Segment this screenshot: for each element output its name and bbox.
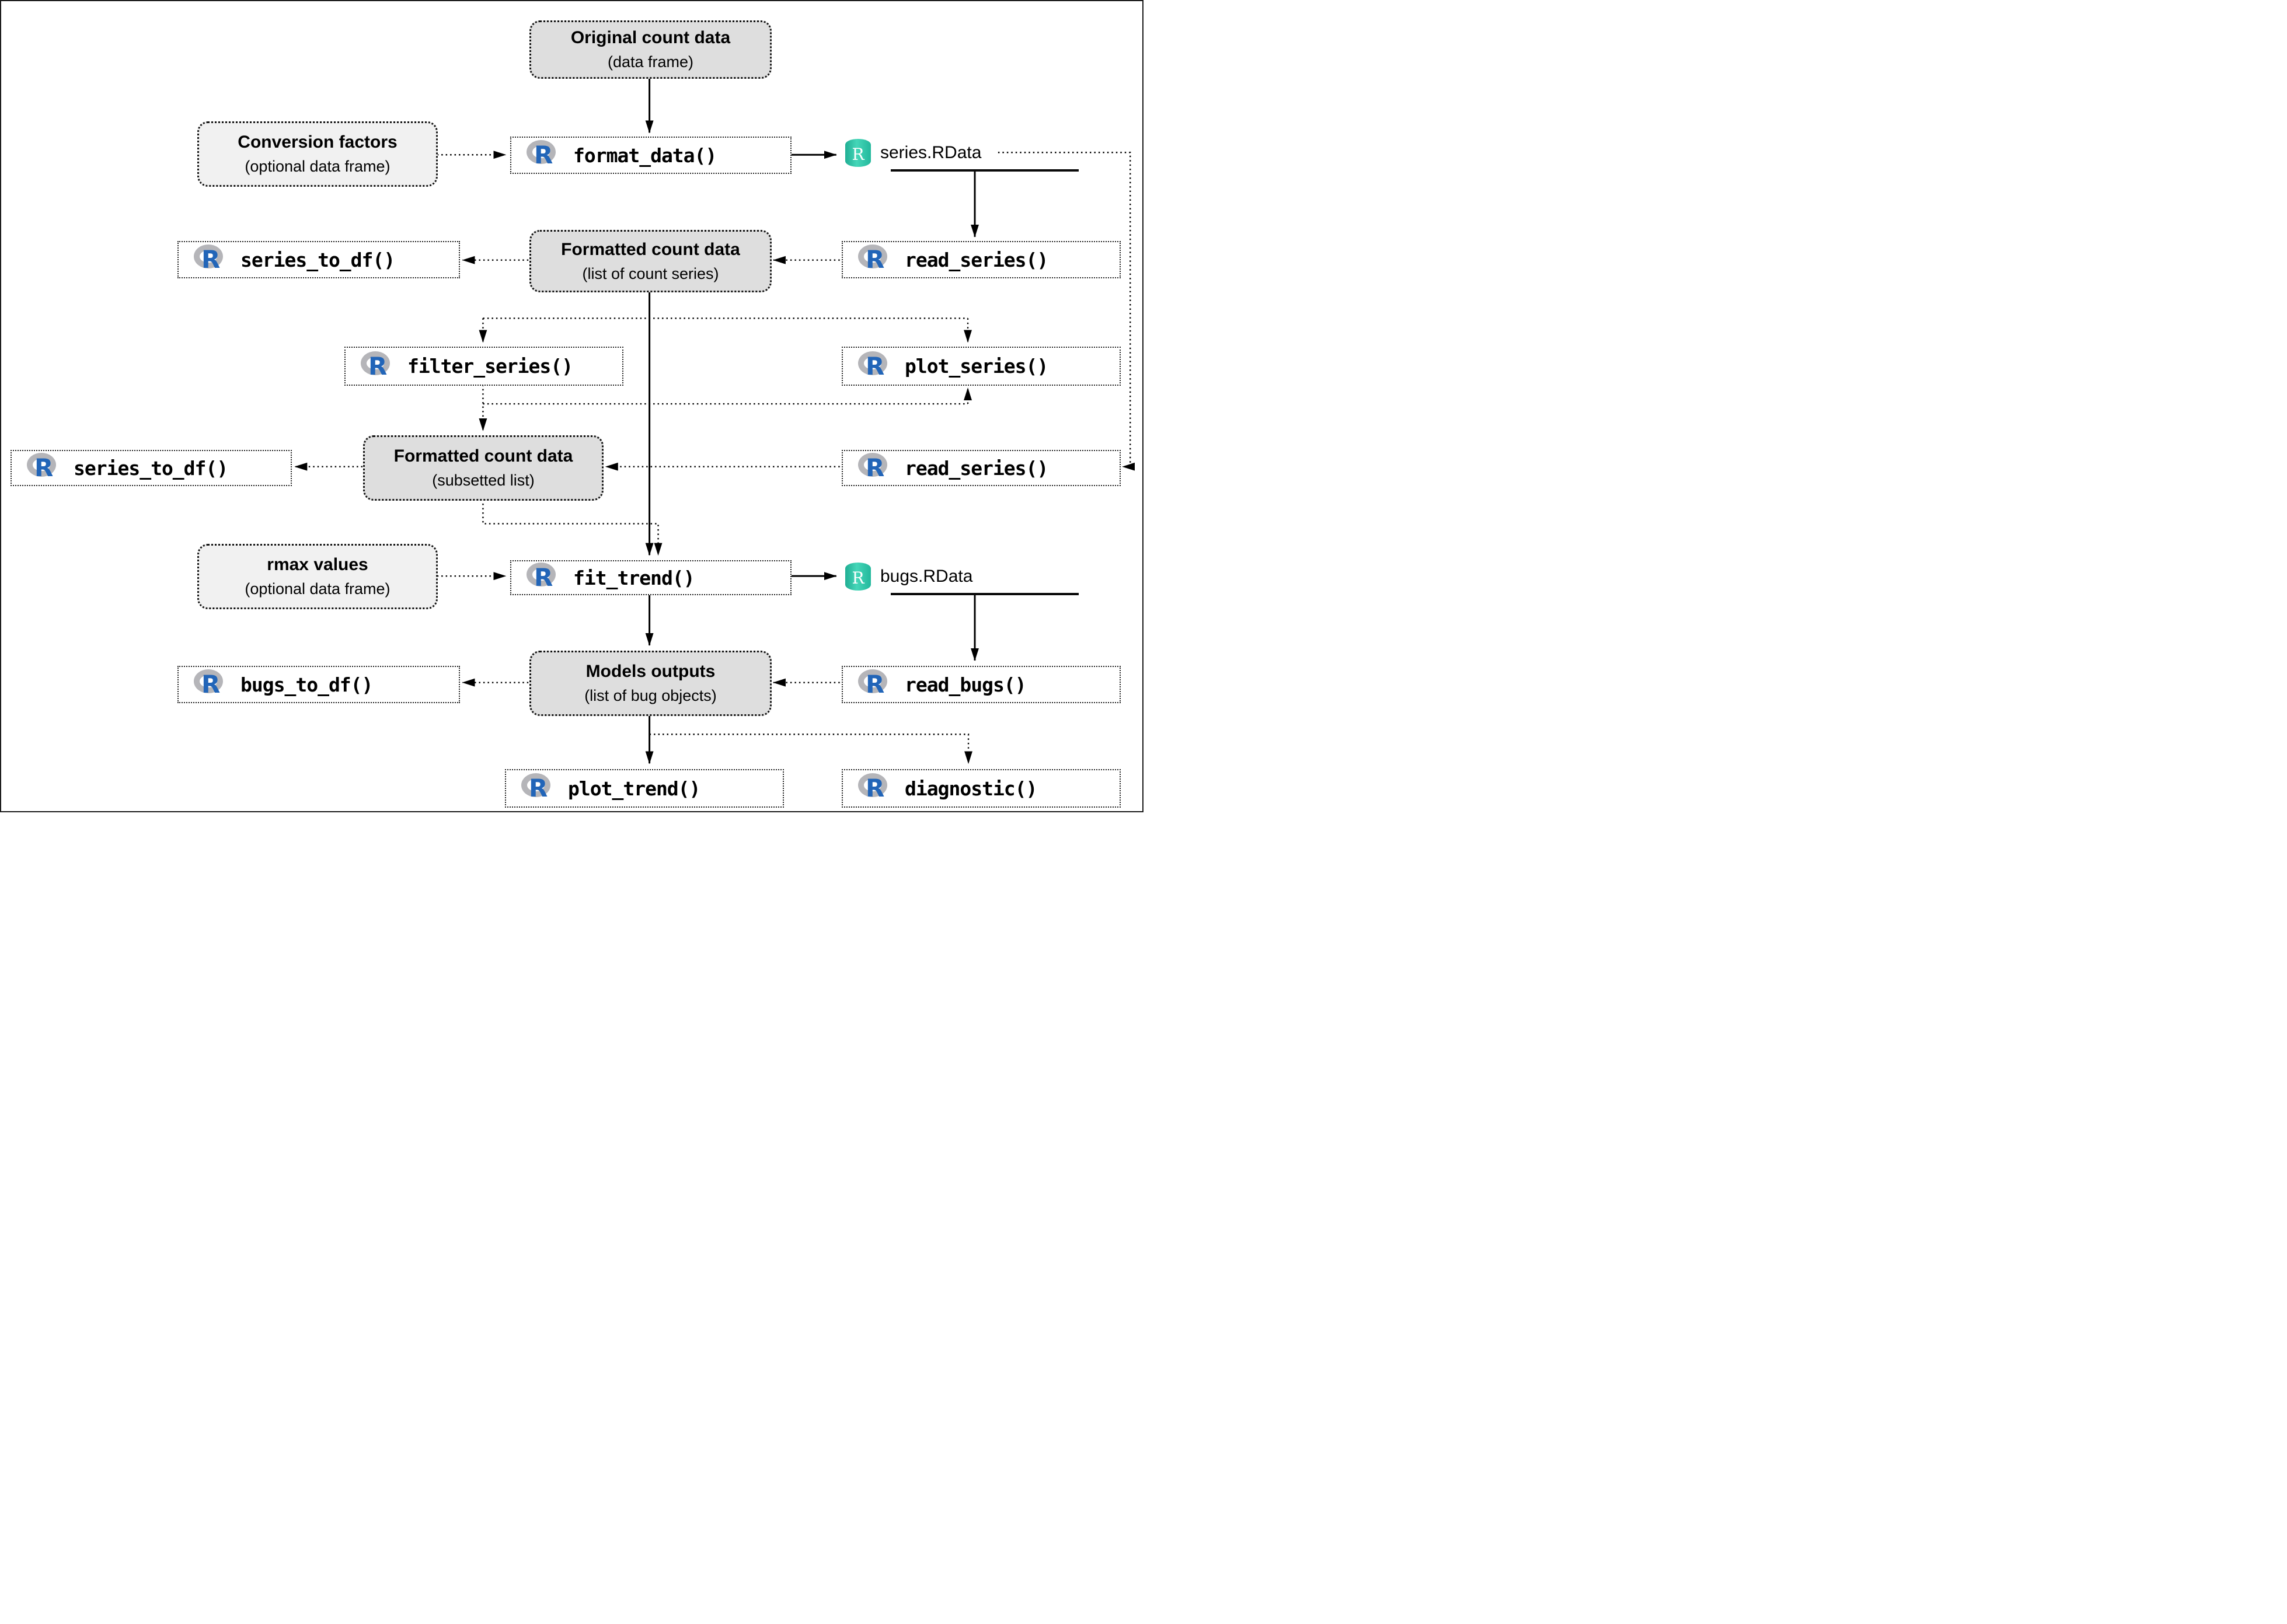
node-title: Formatted count data	[393, 446, 573, 466]
node-conversion-factors: Conversion factors (optional data frame)	[197, 121, 438, 187]
function-label: read_series()	[905, 456, 1048, 480]
r-logo-ring	[858, 245, 887, 268]
node-formatted-subset: Formatted count data (subsetted list)	[363, 435, 604, 501]
r-logo-ring	[858, 669, 887, 693]
r-logo-ring	[858, 453, 887, 477]
edge-series-rdata-to-read-series-2	[998, 152, 1135, 471]
node-read-series-1: R read_series()	[842, 241, 1121, 278]
node-diagnostic: R diagnostic()	[842, 769, 1121, 808]
node-subtitle: (data frame)	[607, 53, 694, 71]
r-logo-icon: R	[857, 669, 891, 700]
node-read-series-2: R read_series()	[842, 450, 1121, 486]
function-label: bugs_to_df()	[240, 673, 373, 696]
node-series-rdata: R series.RData	[845, 138, 1085, 172]
node-series-to-df-2: R series_to_df()	[11, 450, 292, 486]
function-label: fit_trend()	[573, 566, 695, 589]
node-subtitle: (subsetted list)	[432, 472, 535, 489]
node-formatted-count-data: Formatted count data (list of count seri…	[529, 230, 772, 292]
connector-lines	[294, 78, 1135, 764]
rdata-cylinder-icon: R	[845, 139, 871, 167]
r-logo-icon: R	[26, 453, 60, 483]
r-logo-icon: R	[360, 351, 393, 382]
r-logo-icon: R	[520, 773, 554, 804]
node-bugs-rdata: R bugs.RData	[845, 561, 1085, 595]
node-read-bugs: R read_bugs()	[842, 666, 1121, 703]
r-logo-ring	[194, 669, 223, 693]
r-logo-icon: R	[193, 669, 226, 700]
r-logo-ring	[527, 140, 556, 164]
node-subtitle: (optional data frame)	[245, 158, 391, 175]
function-label: filter_series()	[407, 355, 573, 378]
rdata-cylinder-icon: R	[845, 563, 871, 591]
rdata-file-label: series.RData	[880, 143, 982, 162]
r-logo-ring	[858, 773, 887, 797]
function-label: read_bugs()	[905, 673, 1027, 696]
node-series-to-df-1: R series_to_df()	[177, 241, 460, 278]
rdata-underline	[891, 169, 1079, 172]
node-title: Conversion factors	[238, 132, 398, 152]
r-logo-ring	[361, 351, 390, 375]
r-logo-icon: R	[857, 351, 891, 382]
edge-subset-to-fit-trend	[482, 499, 663, 556]
node-rmax-values: rmax values (optional data frame)	[197, 544, 438, 609]
r-logo-ring	[194, 245, 223, 268]
function-label: plot_series()	[905, 355, 1048, 378]
r-logo-icon: R	[857, 245, 891, 275]
function-label: series_to_df()	[74, 456, 228, 480]
rdata-file-label: bugs.RData	[880, 567, 973, 586]
function-label: read_series()	[905, 248, 1048, 271]
r-logo-icon: R	[857, 453, 891, 483]
r-logo-ring	[527, 563, 556, 586]
node-original-count-data: Original count data (data frame)	[529, 20, 772, 79]
r-logo-ring	[27, 453, 56, 477]
node-title: rmax values	[267, 555, 368, 574]
r-logo-icon: R	[193, 245, 226, 275]
node-plot-series: R plot_series()	[842, 347, 1121, 386]
r-logo-ring	[858, 351, 887, 375]
r-logo-ring	[521, 773, 550, 797]
node-subtitle: (optional data frame)	[245, 580, 391, 598]
rdata-underline	[891, 593, 1079, 595]
r-logo-icon: R	[525, 563, 559, 593]
node-fit-trend: R fit_trend()	[510, 560, 792, 595]
node-title: Original count data	[570, 28, 731, 47]
function-label: diagnostic()	[905, 777, 1037, 800]
diagram-canvas: Original count data (data frame) Convers…	[0, 0, 1144, 812]
function-label: format_data()	[573, 144, 717, 167]
node-subtitle: (list of count series)	[582, 264, 719, 282]
edge-models-outputs-to-diagnostic	[649, 734, 973, 764]
r-logo-icon: R	[857, 773, 891, 804]
r-logo-icon: R	[525, 140, 559, 170]
function-label: plot_trend()	[568, 777, 700, 800]
node-plot-trend: R plot_trend()	[505, 769, 784, 808]
function-label: series_to_df()	[240, 248, 395, 271]
node-models-outputs: Models outputs (list of bug objects)	[529, 651, 772, 716]
node-format-data: R format_data()	[510, 137, 792, 174]
node-title: Models outputs	[585, 662, 716, 681]
node-title: Formatted count data	[561, 239, 740, 259]
node-bugs-to-df: R bugs_to_df()	[177, 666, 460, 703]
node-filter-series: R filter_series()	[344, 347, 623, 386]
node-subtitle: (list of bug objects)	[584, 687, 717, 704]
